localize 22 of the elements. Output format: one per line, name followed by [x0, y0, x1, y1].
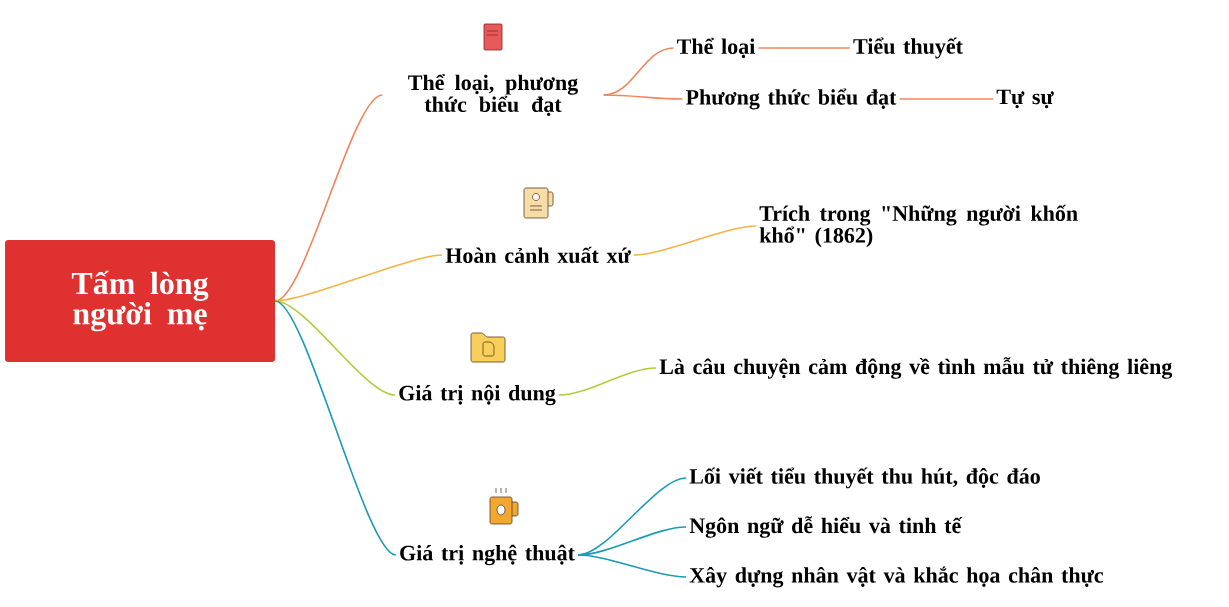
topic-label: Ngôn ngữ dễ hiểu và tinh tế: [689, 516, 963, 538]
topic-label: Tự sự: [996, 89, 1054, 109]
connector-line: [633, 225, 757, 256]
topic-label: Thể loại: [677, 37, 755, 59]
topic-label: Phương thức biểu đạt: [685, 88, 897, 110]
topic-label: Trích trong "Những người khốn khổ" (1862): [759, 204, 1078, 248]
connector-line: [274, 300, 396, 396]
connector-line: [602, 94, 684, 100]
topic-label: Là câu chuyện cảm động về tình mẫu tử thiêng liêng: [659, 357, 1173, 379]
topic-label: Lối viết tiểu thuyết thu hút, độc đáo: [689, 467, 1040, 489]
connector-line: [558, 367, 657, 396]
connector-line: [898, 98, 994, 100]
branch-label: Giá trị nghệ thuật: [400, 544, 575, 566]
connector-line: [577, 554, 687, 578]
branch-label: Hoàn cảnh xuất xứ: [445, 246, 631, 264]
connector-line: [757, 47, 851, 49]
branch-label: Giá trị nội dung: [399, 384, 556, 406]
root-box: Tấm lòng người mẹ: [5, 240, 275, 362]
topic-label: Xây dựng nhân vật và khắc họa chân thực: [689, 566, 1104, 588]
connector-line: [274, 300, 397, 556]
topic-label: Tiểu thuyết: [853, 37, 963, 59]
branch-label: Thể loại, phương thức biểu đạt: [408, 73, 578, 117]
